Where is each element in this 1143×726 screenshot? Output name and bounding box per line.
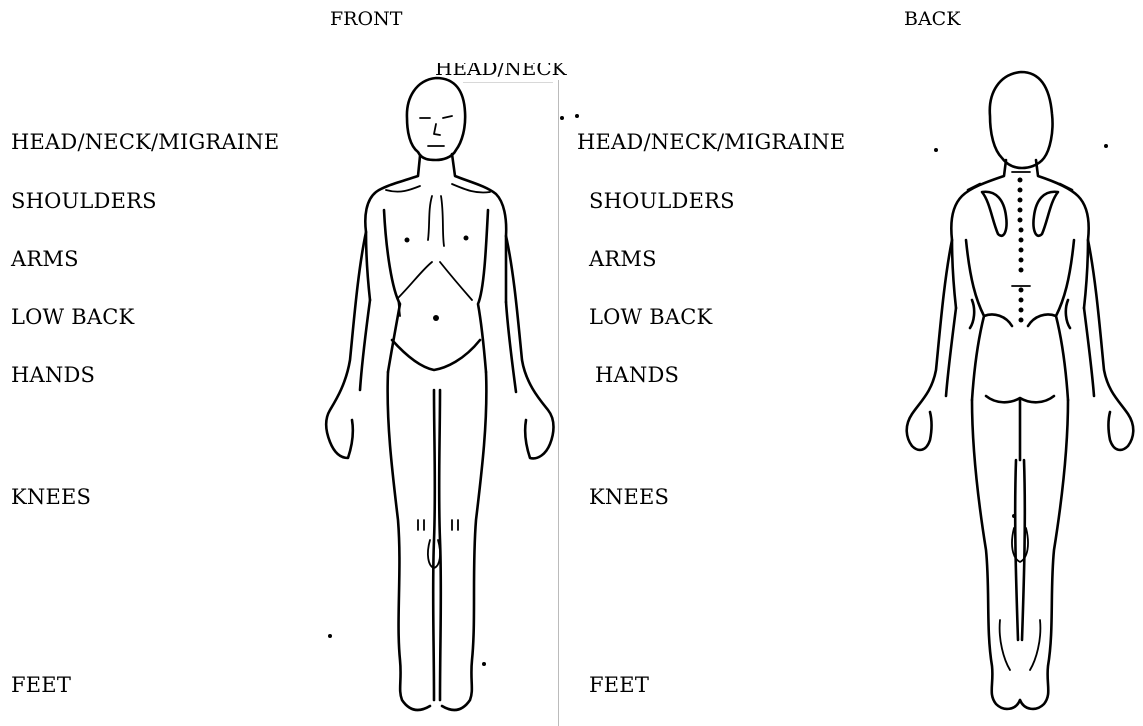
back-right-arm (1066, 240, 1133, 450)
back-head-outline (990, 72, 1053, 168)
back-spine (1018, 178, 1024, 323)
back-left-arm (907, 240, 974, 450)
back-knees (1000, 528, 1041, 670)
back-torso (966, 240, 1074, 460)
